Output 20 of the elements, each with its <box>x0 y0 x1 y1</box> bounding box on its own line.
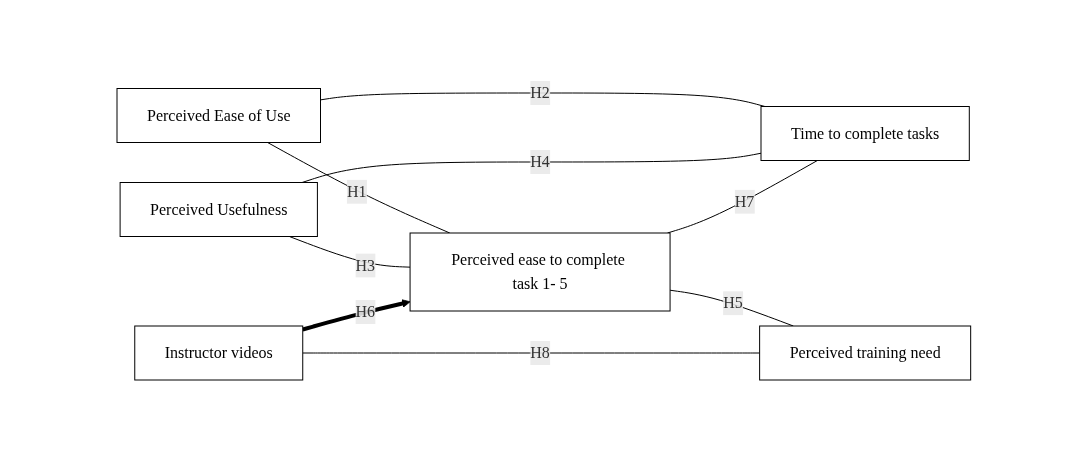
edge-label: H4 <box>530 153 550 170</box>
edge-label: H5 <box>723 294 743 312</box>
edge-label: H6 <box>355 303 376 320</box>
edge-label: H3 <box>355 256 376 274</box>
edge-label: H7 <box>734 192 755 210</box>
edge-label: H8 <box>530 344 550 361</box>
node-box: Perceived Ease of Use <box>116 88 322 143</box>
edge-label: H2 <box>530 84 550 101</box>
edge-label: H1 <box>347 182 367 200</box>
node-box: Perceived ease to complete task 1- 5 <box>409 232 671 312</box>
node-box: Instructor videos <box>134 325 304 381</box>
connector <box>669 289 794 327</box>
node-box: Perceived training need <box>759 325 972 381</box>
connector <box>667 160 819 234</box>
arrow <box>302 299 411 332</box>
node-box: Time to complete tasks <box>760 106 970 161</box>
connector <box>302 352 761 354</box>
connector <box>267 142 451 234</box>
node-box: Perceived Usefulness <box>119 182 319 237</box>
connector <box>289 236 411 268</box>
